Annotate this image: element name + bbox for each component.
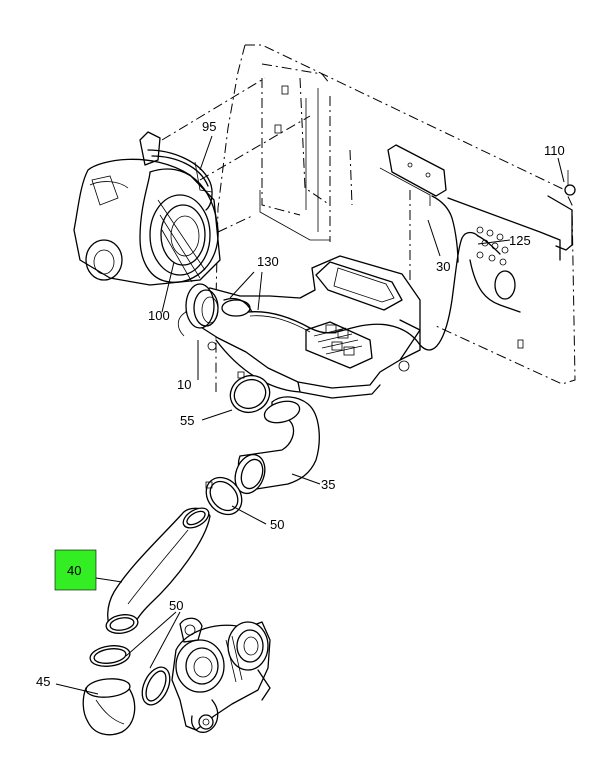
callout-125[interactable]: 125 bbox=[509, 233, 531, 248]
callout-40[interactable]: 40 bbox=[67, 563, 81, 578]
callout-100[interactable]: 100 bbox=[148, 308, 170, 323]
callout-labels: 95 110 130 125 30 100 10 55 35 50 40 50 … bbox=[36, 119, 565, 689]
callout-30[interactable]: 30 bbox=[436, 259, 450, 274]
turbocharger bbox=[171, 617, 271, 733]
clamp-50-upper bbox=[205, 476, 243, 516]
wiring-harness bbox=[247, 195, 501, 351]
bulkhead-panel bbox=[161, 44, 576, 392]
elbow-45 bbox=[82, 678, 136, 736]
connector-panel bbox=[447, 170, 576, 349]
clamp-55 bbox=[229, 371, 271, 414]
callout-110[interactable]: 110 bbox=[544, 143, 565, 158]
clamp-50-lower-right bbox=[141, 666, 171, 706]
callout-50-lower[interactable]: 50 bbox=[169, 598, 183, 613]
callout-55[interactable]: 55 bbox=[180, 413, 194, 428]
highlight-box bbox=[54, 549, 97, 591]
callout-50-upper[interactable]: 50 bbox=[270, 517, 284, 532]
callout-35[interactable]: 35 bbox=[321, 477, 335, 492]
clamp-50-lower-left bbox=[89, 645, 131, 667]
callout-10[interactable]: 10 bbox=[177, 377, 191, 392]
leader-lines bbox=[55, 135, 565, 695]
blower-housing bbox=[73, 131, 221, 286]
callout-95[interactable]: 95 bbox=[202, 119, 216, 134]
callout-45[interactable]: 45 bbox=[36, 674, 50, 689]
callout-130[interactable]: 130 bbox=[257, 254, 279, 269]
mounting-bracket bbox=[379, 144, 447, 206]
air-plenum bbox=[177, 255, 421, 399]
intake-tube-40 bbox=[105, 507, 211, 634]
elbow-hose-35 bbox=[234, 396, 320, 495]
